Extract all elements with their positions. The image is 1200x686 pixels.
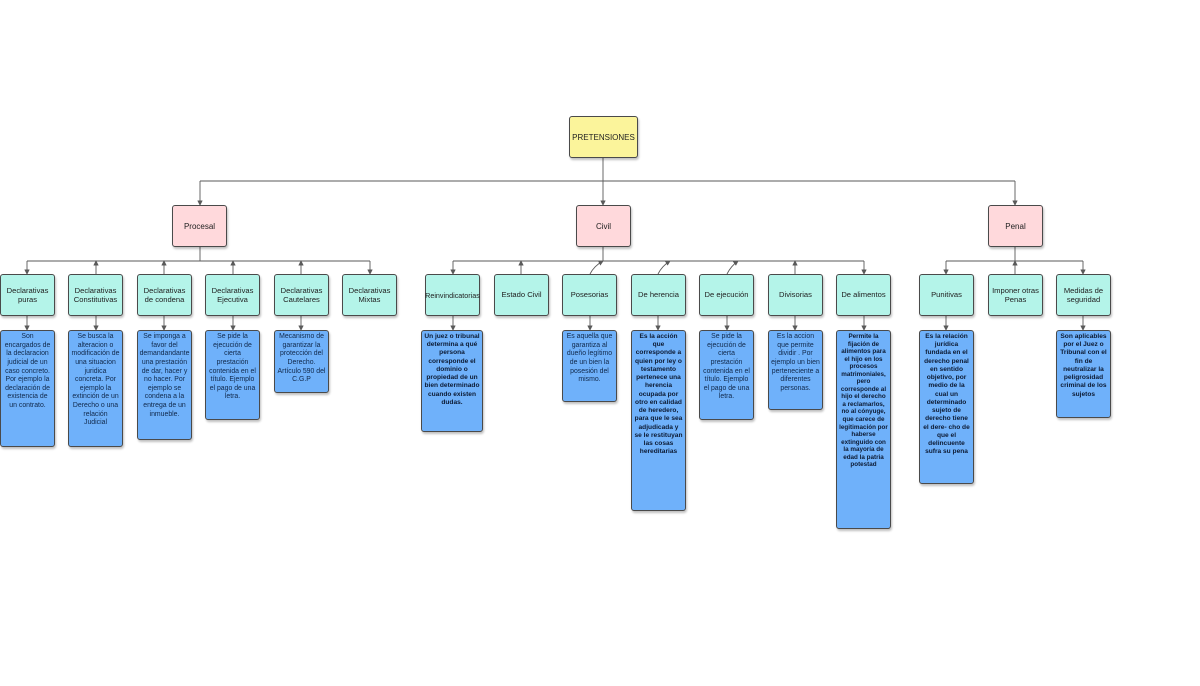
connector-civil-posesorias: [589, 260, 604, 275]
leaf-node-medidas-seguridad[interactable]: Medidas de seguridad: [1056, 274, 1111, 316]
leaf-node-declarativas-constitutivas[interactable]: Declarativas Constitutivas: [68, 274, 123, 316]
desc-node-declarativas-puras[interactable]: Son encargados de la declaracion judicia…: [0, 330, 55, 447]
desc-node-posesorias[interactable]: Es aquella que garantiza al dueño legíti…: [562, 330, 617, 402]
desc-node-reinvindicatorias[interactable]: Un juez o tribunal determina a qué perso…: [421, 330, 483, 432]
connector-penal-bus: [946, 247, 1083, 262]
desc-node-divisorias[interactable]: Es la accion que permite dividir . Por e…: [768, 330, 823, 410]
desc-node-herencia[interactable]: Es la acción que corresponde a quien por…: [631, 330, 686, 511]
desc-node-alimentos[interactable]: Permite la fijación de alimentos para el…: [836, 330, 891, 529]
branch-node-penal[interactable]: Penal: [988, 205, 1043, 247]
branch-node-civil[interactable]: Civil: [576, 205, 631, 247]
desc-node-ejecucion[interactable]: Se pide la ejecución de cierta prestació…: [699, 330, 754, 420]
leaf-node-declarativas-ejecutiva[interactable]: Declarativas Ejecutiva: [205, 274, 260, 316]
leaf-node-declarativas-condena[interactable]: Declarativas de condena: [137, 274, 192, 316]
leaf-node-imponer-penas[interactable]: Imponer otras Penas: [988, 274, 1043, 316]
leaf-node-ejecucion[interactable]: De ejecución: [699, 274, 754, 316]
desc-node-declarativas-ejecutiva[interactable]: Se pide la ejecución de cierta prestació…: [205, 330, 260, 420]
leaf-node-reinvindicatorias[interactable]: Reinvindicatorias: [425, 274, 480, 316]
desc-node-declarativas-cautelares[interactable]: Mecanismo de garantizar la protección de…: [274, 330, 329, 393]
leaf-node-declarativas-cautelares[interactable]: Declarativas Cautelares: [274, 274, 329, 316]
leaf-node-posesorias[interactable]: Posesorias: [562, 274, 617, 316]
leaf-node-declarativas-puras[interactable]: Declarativas puras: [0, 274, 55, 316]
connector-civil-herencia: [657, 260, 671, 275]
leaf-node-punitivas[interactable]: Punitivas: [919, 274, 974, 316]
leaf-node-declarativas-mixtas[interactable]: Declarativas Mixtas: [342, 274, 397, 316]
desc-node-declarativas-condena[interactable]: Se imponga a favor del demandandante una…: [137, 330, 192, 440]
leaf-node-estado-civil[interactable]: Estado Civil: [494, 274, 549, 316]
connector-procesal-bus: [27, 247, 370, 262]
leaf-node-alimentos[interactable]: De alimentos: [836, 274, 891, 316]
desc-node-medidas-seguridad[interactable]: Son aplicables por el Juez o Tribunal co…: [1056, 330, 1111, 418]
desc-node-punitivas[interactable]: Es la relación jurídica fundada en el de…: [919, 330, 974, 484]
connector-civil-bus: [453, 247, 864, 262]
root-node-pretensiones[interactable]: PRETENSIONES: [569, 116, 638, 158]
connector-civil-ejecucion: [726, 260, 739, 275]
connector-root-branches: [200, 158, 1015, 182]
leaf-node-divisorias[interactable]: Divisorias: [768, 274, 823, 316]
desc-node-declarativas-constitutivas[interactable]: Se busca la alteracion o modificación de…: [68, 330, 123, 447]
leaf-node-herencia[interactable]: De herencia: [631, 274, 686, 316]
branch-node-procesal[interactable]: Procesal: [172, 205, 227, 247]
